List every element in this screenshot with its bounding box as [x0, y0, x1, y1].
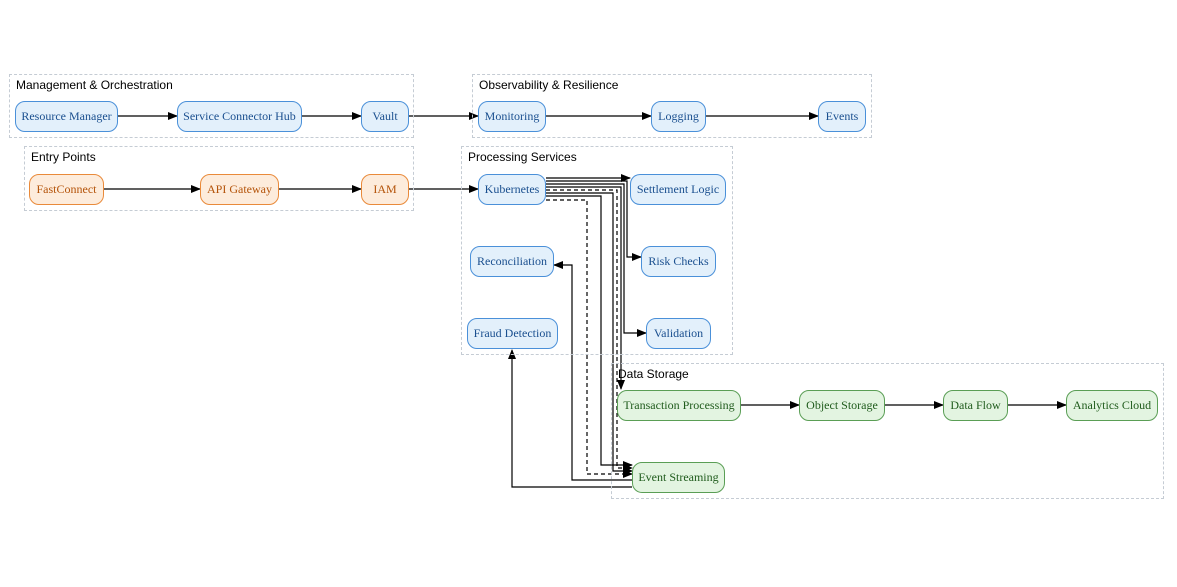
node-object-storage[interactable]: Object Storage — [799, 390, 885, 421]
node-kubernetes[interactable]: Kubernetes — [478, 174, 546, 205]
edge-event-streaming-to-reconciliation — [553, 261, 632, 481]
node-service-connector-hub[interactable]: Service Connector Hub — [177, 101, 302, 132]
node-transaction-processing[interactable]: Transaction Processing — [617, 390, 741, 421]
node-settlement-logic[interactable]: Settlement Logic — [630, 174, 726, 205]
edge-kubernetes-to-event-streaming-dashed-b — [546, 199, 633, 478]
node-fraud-detection[interactable]: Fraud Detection — [467, 318, 558, 349]
cluster-management-orchestration: Management & Orchestration — [9, 74, 414, 138]
node-event-streaming[interactable]: Event Streaming — [632, 462, 725, 493]
node-iam[interactable]: IAM — [361, 174, 409, 205]
node-risk-checks[interactable]: Risk Checks — [641, 246, 716, 277]
edge-kubernetes-to-transaction-processing — [546, 186, 625, 390]
cluster-data-storage: Data Storage — [611, 363, 1164, 499]
cluster-processing-services: Processing Services — [461, 146, 733, 355]
node-vault[interactable]: Vault — [361, 101, 409, 132]
cluster-label: Management & Orchestration — [16, 78, 173, 92]
node-logging[interactable]: Logging — [651, 101, 706, 132]
node-data-flow[interactable]: Data Flow — [943, 390, 1008, 421]
edge-event-streaming-to-fraud-detection — [508, 349, 632, 488]
node-reconciliation[interactable]: Reconciliation — [470, 246, 554, 277]
cluster-label: Data Storage — [618, 367, 689, 381]
node-monitoring[interactable]: Monitoring — [478, 101, 546, 132]
edge-kubernetes-to-event-streaming-b — [546, 195, 633, 469]
node-fastconnect[interactable]: FastConnect — [29, 174, 104, 205]
node-resource-manager[interactable]: Resource Manager — [15, 101, 118, 132]
cluster-entry-points: Entry Points — [24, 146, 414, 211]
node-events[interactable]: Events — [818, 101, 866, 132]
node-validation[interactable]: Validation — [646, 318, 711, 349]
edge-kubernetes-to-risk-checks — [546, 180, 642, 261]
edge-kubernetes-to-validation — [546, 183, 647, 337]
edge-kubernetes-to-event-streaming-a — [546, 192, 633, 475]
cluster-label: Observability & Resilience — [479, 78, 619, 92]
cluster-observability-resilience: Observability & Resilience — [472, 74, 872, 138]
cluster-label: Processing Services — [468, 150, 577, 164]
node-api-gateway[interactable]: API Gateway — [200, 174, 279, 205]
edge-kubernetes-to-event-streaming-dashed-a — [546, 189, 633, 472]
node-analytics-cloud[interactable]: Analytics Cloud — [1066, 390, 1158, 421]
cluster-label: Entry Points — [31, 150, 96, 164]
